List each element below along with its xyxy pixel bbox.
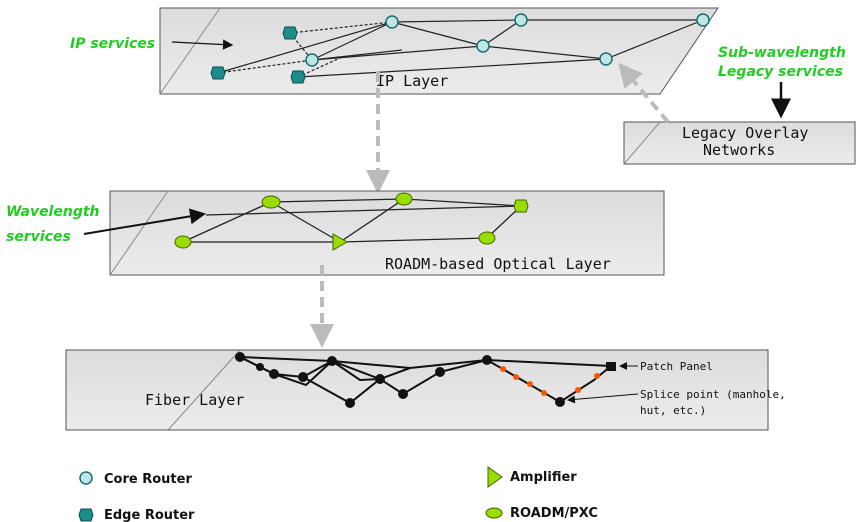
legacy-overlay-plane <box>623 121 856 165</box>
fiber-layer-plane <box>65 349 769 431</box>
roadm-node <box>395 192 413 206</box>
optical-layer-label: ROADM-based Optical Layer <box>385 255 611 273</box>
wavelength-services-label-line1: Wavelength <box>6 204 100 220</box>
legend-amplifier-icon <box>487 466 503 488</box>
splice-label-line1: Splice point (manhole, <box>640 388 786 401</box>
fiber-node <box>235 352 245 362</box>
legacy-to-ip-arrow <box>618 62 670 124</box>
fiber-node <box>435 367 445 377</box>
splice-point <box>500 366 506 372</box>
ip-layer-label: IP Layer <box>376 72 448 90</box>
ip-layer-edge <box>159 7 221 95</box>
core-router-node <box>599 52 613 66</box>
splice-point <box>513 374 519 380</box>
splice-label-line2: hut, etc.) <box>640 404 706 417</box>
ip-layer: IP Layer <box>159 7 719 95</box>
splice-point-arrow <box>567 393 639 404</box>
splice-point <box>594 373 600 379</box>
amplifier-node <box>332 233 349 251</box>
optical-layer: ROADM-based Optical Layer <box>109 190 665 276</box>
legend-roadm-icon <box>485 507 503 519</box>
optical-links <box>182 198 522 243</box>
core-router-node <box>385 15 399 29</box>
legacy-plane-edge <box>623 121 661 165</box>
roadm-node <box>174 235 192 249</box>
wavelength-services-label-line2: services <box>6 229 71 245</box>
ip-links <box>217 19 704 78</box>
legacy-label-line1: Legacy Overlay <box>682 124 808 142</box>
fiber-layer-label: Fiber Layer <box>145 391 244 409</box>
fiber-node <box>327 356 337 366</box>
ip-services-arrow <box>171 39 234 50</box>
splice-point <box>527 381 533 387</box>
legend-core-router-icon <box>79 471 93 485</box>
roadm-node <box>478 231 496 245</box>
fiber-node <box>256 363 264 371</box>
splice-point <box>575 387 581 393</box>
edge-router-node <box>290 70 306 84</box>
fiber-node <box>269 369 279 379</box>
roadm-node <box>513 199 529 213</box>
edge-router-node <box>282 26 298 40</box>
core-router-node <box>305 53 319 67</box>
fiber-node <box>345 398 355 408</box>
fiber-layer: Fiber Layer <box>65 349 769 431</box>
fiber-node <box>555 397 565 407</box>
roadm-node <box>261 195 281 209</box>
ip-services-label: IP services <box>70 36 155 52</box>
legacy-overlay-layer: Legacy Overlay Networks <box>623 121 856 165</box>
patch-panel-node <box>606 362 616 371</box>
legend: Core Router Edge Router Amplifier ROADM/… <box>78 466 598 522</box>
legend-roadm-label: ROADM/PXC <box>510 506 598 521</box>
splice-point <box>541 390 547 396</box>
fiber-node <box>482 355 492 365</box>
ip-core-routers <box>305 13 710 67</box>
legend-core-router-label: Core Router <box>104 472 192 487</box>
splice-points <box>500 366 600 396</box>
edge-router-node <box>210 66 226 80</box>
fiber-node <box>298 372 308 382</box>
fiber-nodes <box>235 352 565 408</box>
ip-edge-routers <box>210 26 306 84</box>
wavelength-services-arrow <box>83 208 206 235</box>
legacy-label-line2: Networks <box>703 141 775 159</box>
optical-layer-edge <box>109 190 169 276</box>
legend-edge-router-label: Edge Router <box>104 508 195 522</box>
legend-amplifier-label: Amplifier <box>510 470 577 485</box>
sub-wavelength-label-line2: Legacy services <box>718 64 843 80</box>
core-router-node <box>696 13 710 27</box>
core-router-node <box>476 39 490 53</box>
fiber-node <box>398 389 408 399</box>
sub-wavelength-label-line1: Sub-wavelength <box>718 45 846 61</box>
patch-panel-label: Patch Panel <box>640 360 713 373</box>
fiber-layer-edge <box>167 349 241 431</box>
core-router-node <box>514 13 528 27</box>
optical-roadm-nodes <box>174 192 529 249</box>
legend-edge-router-icon <box>78 508 94 522</box>
fiber-node <box>375 374 385 384</box>
